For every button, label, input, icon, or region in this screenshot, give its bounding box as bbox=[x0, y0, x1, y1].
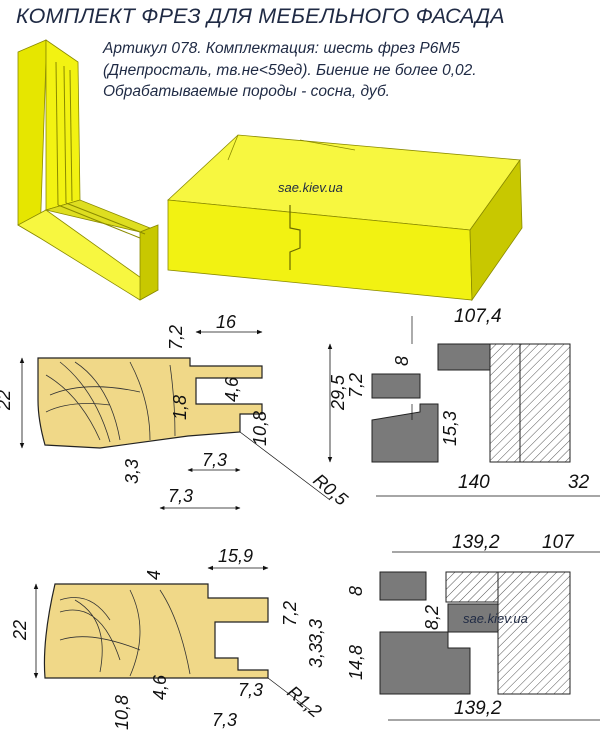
dim-8-2: 8,2 bbox=[422, 605, 442, 630]
description-line-1: Артикул 078. Комплектация: шесть фрез Р6… bbox=[103, 40, 460, 57]
description-line-2: (Днепросталь, тв.не<59ед). Биение не бол… bbox=[103, 61, 477, 79]
description-line-3: Обрабатываемые породы - сосна, дуб. bbox=[103, 83, 390, 100]
dim-4-6: 4,6 bbox=[222, 376, 242, 402]
dim-r1-2: R1,2 bbox=[283, 682, 325, 722]
bottom-profile-section bbox=[43, 583, 269, 679]
dim-32: 32 bbox=[568, 472, 590, 493]
dim-1-8: 1,8 bbox=[170, 395, 190, 420]
dim-7-2-bottom: 7,2 bbox=[280, 601, 300, 626]
page-title: КОМПЛЕКТ ФРЕЗ ДЛЯ МЕБЕЛЬНОГО ФАСАДА bbox=[16, 4, 505, 28]
dim-140: 140 bbox=[458, 472, 490, 493]
watermark-bottom: sae.kiev.ua bbox=[463, 611, 528, 626]
dim-8-bottom: 8 bbox=[346, 586, 366, 596]
dim-r0-5: R0,5 bbox=[309, 470, 352, 510]
dim-16: 16 bbox=[216, 312, 237, 332]
dim-107-4: 107,4 bbox=[454, 306, 502, 327]
top-cutter-dimensions: 107,4 8 7,2 29,5 15,3 140 32 bbox=[327, 306, 600, 497]
dim-4: 4 bbox=[144, 570, 164, 580]
dim-139-2-top: 139,2 bbox=[452, 532, 500, 553]
dim-15-3: 15,3 bbox=[440, 411, 460, 446]
dim-7-3-b: 7,3 bbox=[168, 486, 193, 506]
bottom-cutter-dimensions: 139,2 107 8 8,2 14,8 139,2 bbox=[346, 532, 600, 721]
dim-7-3-bottom-b: 7,3 bbox=[212, 710, 237, 730]
dim-4-6-bottom: 4,6 bbox=[150, 674, 170, 700]
tongue-groove-block-3d bbox=[167, 134, 523, 302]
watermark-top: sae.kiev.ua bbox=[278, 180, 343, 195]
dim-7-2-cutter: 7,2 bbox=[346, 373, 366, 398]
dim-29-5: 29,5 bbox=[328, 374, 348, 411]
dim-7-3-bottom-a: 7,3 bbox=[238, 680, 263, 700]
product-description: Артикул 078. Комплектация: шесть фрез Р6… bbox=[103, 38, 477, 103]
frame-corner-3d bbox=[17, 39, 159, 301]
dim-7-3-a: 7,3 bbox=[202, 450, 227, 470]
dim-22-bottom: 22 bbox=[10, 620, 30, 641]
bottom-cutter-section bbox=[379, 571, 571, 695]
dim-10-8-bottom: 10,8 bbox=[112, 695, 132, 730]
dim-14-8: 14,8 bbox=[346, 645, 366, 680]
dim-22: 22 bbox=[0, 390, 14, 411]
dim-3-3: 3,3 bbox=[122, 459, 142, 484]
top-profile-section bbox=[37, 357, 263, 449]
dim-3-3-bottom-a: 3,3 bbox=[306, 619, 326, 644]
dim-7-2: 7,2 bbox=[166, 325, 186, 350]
dim-15-9: 15,9 bbox=[218, 546, 253, 566]
dim-107: 107 bbox=[542, 532, 575, 553]
dim-8: 8 bbox=[392, 356, 412, 366]
top-cutter-section bbox=[371, 343, 571, 463]
dim-139-2-bottom: 139,2 bbox=[454, 698, 502, 719]
dim-10-8: 10,8 bbox=[250, 411, 270, 446]
dim-3-3-bottom-b: 3,3 bbox=[306, 643, 326, 668]
